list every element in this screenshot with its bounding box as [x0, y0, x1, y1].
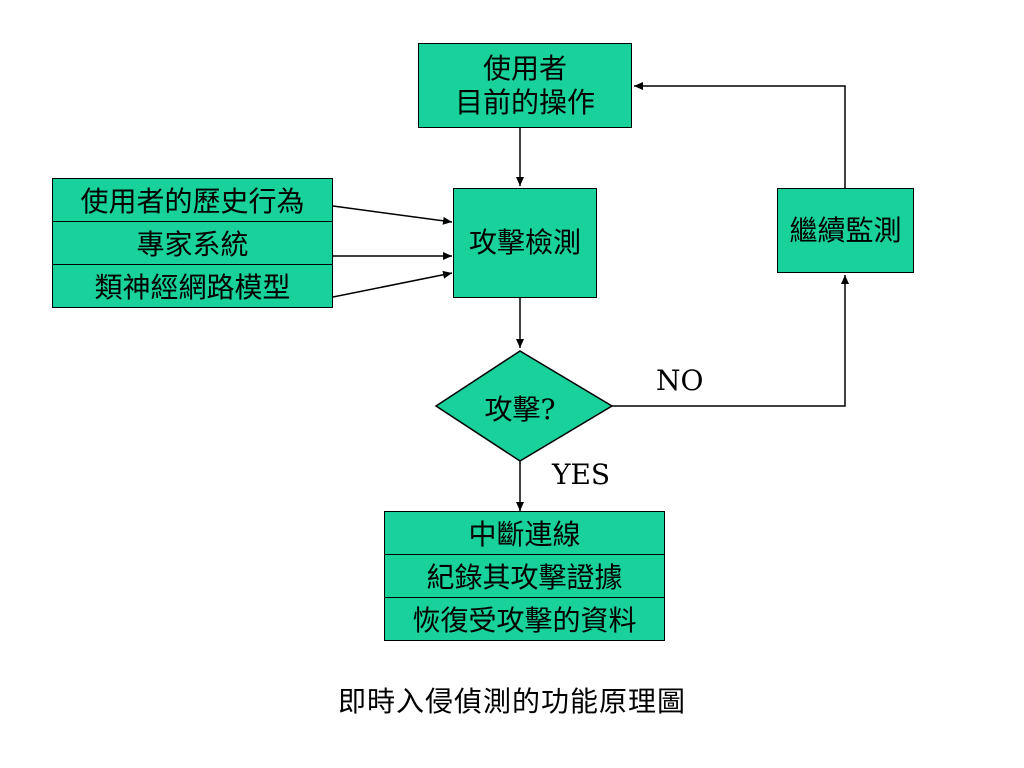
action-record-evidence: 紀錄其攻擊證據: [384, 554, 665, 598]
action-restore-data: 恢復受攻擊的資料: [384, 597, 665, 641]
diagram-caption: 即時入侵偵測的功能原理圖: [337, 685, 686, 718]
action-disconnect: 中斷連線: [384, 511, 665, 555]
node-continue-monitor: 繼續監測: [777, 188, 914, 273]
input-expert: 專家系統: [52, 221, 333, 265]
node-user-line1: 使用者: [482, 51, 567, 85]
node-attack-detect: 攻擊檢測: [453, 188, 597, 298]
input-history: 使用者的歷史行為: [52, 178, 333, 222]
edge-no-to-monitor: [612, 275, 849, 407]
node-continue-monitor-label: 繼續監測: [789, 213, 902, 247]
input-nn-model: 類神經網路模型: [52, 264, 333, 308]
edge-history-to-detect: [332, 205, 453, 225]
edge-monitor-to-user: [634, 82, 846, 188]
action-stack: 中斷連線 紀錄其攻擊證據 恢復受攻擊的資料: [384, 511, 665, 641]
node-user-current: 使用者 目前的操作: [418, 43, 632, 128]
edge-yes-label: YES: [552, 458, 611, 491]
edge-nn-to-detect: [332, 270, 453, 298]
input-stack: 使用者的歷史行為 專家系統 類神經網路模型: [52, 178, 333, 308]
edge-no-label: NO: [656, 364, 704, 397]
node-attack-detect-label: 攻擊檢測: [468, 226, 581, 259]
node-user-line2: 目前的操作: [454, 85, 595, 119]
decision-label: 攻擊?: [484, 393, 556, 426]
